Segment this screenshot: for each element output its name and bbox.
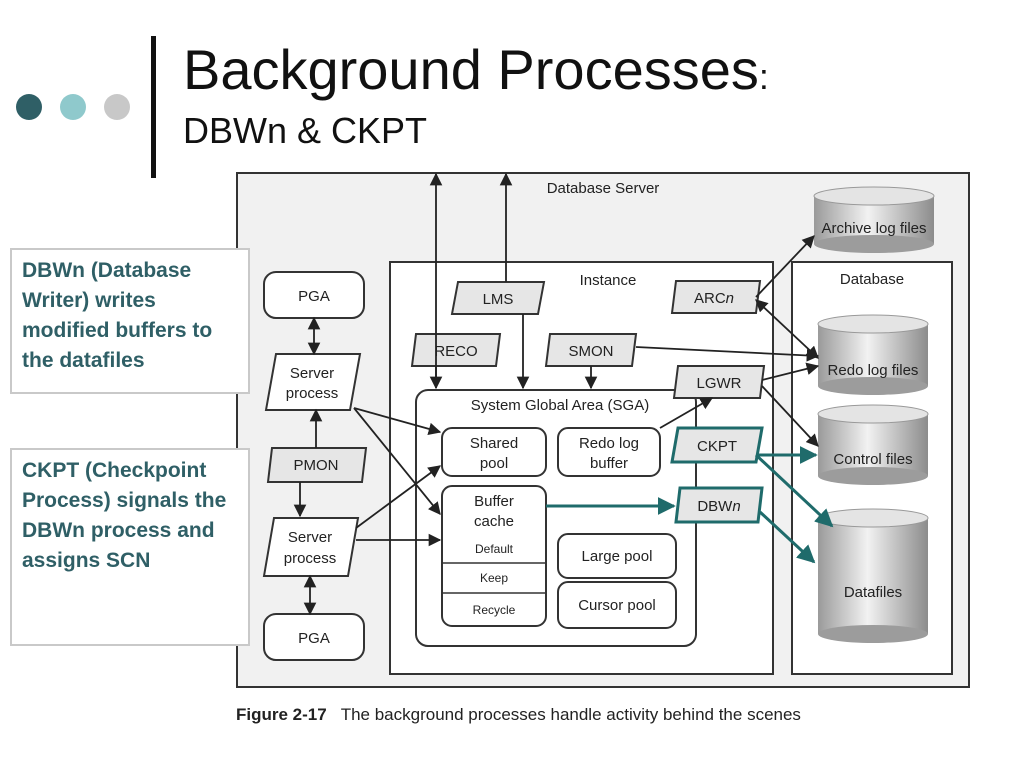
ckpt-label: CKPT — [697, 438, 737, 455]
redo-log-buffer-line2: buffer — [590, 455, 628, 472]
redo-log-buffer-line1: Redo log — [579, 435, 639, 452]
highlight-arrows — [546, 446, 834, 564]
database-server-label: Database Server — [547, 180, 660, 197]
shared-pool-line2: pool — [480, 455, 508, 472]
control-files-label: Control files — [833, 451, 912, 468]
background-processes-diagram: Database Server Instance Database System… — [236, 172, 970, 688]
instance-label: Instance — [580, 272, 637, 289]
redo-log-files-label: Redo log files — [828, 362, 919, 379]
datafiles-label: Datafiles — [844, 584, 902, 601]
ckpt-shape — [670, 426, 764, 464]
redo-log-buffer-box — [557, 427, 661, 477]
buffer-cache-line1: Buffer — [474, 493, 514, 510]
buffer-keep-label: Keep — [480, 571, 508, 585]
smon-shape — [544, 333, 638, 367]
figure-label: Figure 2-17 — [236, 705, 327, 724]
sga-label: System Global Area (SGA) — [471, 397, 649, 414]
pga-bottom-label: PGA — [298, 630, 330, 647]
reco-label: RECO — [434, 343, 477, 360]
pmon-label: PMON — [294, 457, 339, 474]
figure-text: The background processes handle activity… — [340, 705, 801, 724]
lms-shape — [450, 281, 546, 315]
server-process-1-line2: process — [286, 385, 339, 402]
redo-log-files-cylinder: Redo log files — [817, 314, 929, 395]
dbwn-shape — [674, 486, 764, 524]
database-label: Database — [840, 271, 904, 288]
pga-top-label: PGA — [298, 288, 330, 305]
slide-title: Background Processes: — [183, 38, 769, 101]
shared-pool-box — [441, 427, 547, 477]
control-files-cylinder: Control files — [817, 404, 929, 485]
dbwn-note: DBWn (Database Writer) writes modified b… — [10, 248, 250, 394]
dot-gray — [104, 94, 130, 120]
large-pool-box — [557, 533, 677, 579]
server-process-2-shape — [262, 517, 360, 577]
shared-pool-line1: Shared — [470, 435, 518, 452]
cursor-pool-label: Cursor pool — [578, 597, 656, 614]
buffer-recycle-label: Recycle — [473, 603, 516, 617]
diagram-arrows — [293, 172, 820, 616]
archive-log-files-cylinder: Archive log files — [813, 186, 935, 253]
pmon-shape — [266, 447, 368, 483]
reco-shape — [410, 333, 502, 367]
title-divider — [151, 36, 156, 178]
server-process-2-line1: Server — [288, 529, 332, 546]
server-process-2-line2: process — [284, 550, 337, 567]
cursor-pool-box — [557, 581, 677, 629]
server-process-1-shape — [264, 353, 362, 411]
arcn-label: ARCn — [694, 290, 734, 307]
datafiles-cylinder: Datafiles — [817, 508, 929, 643]
lms-label: LMS — [483, 291, 514, 308]
lgwr-label: LGWR — [697, 375, 742, 392]
figure-caption: Figure 2-17 The background processes hand… — [236, 705, 801, 725]
ckpt-note: CKPT (Checkpoint Process) signals the DB… — [10, 448, 250, 646]
buffer-cache-box — [441, 485, 547, 627]
slide-subtitle: DBWn & CKPT — [183, 110, 428, 151]
smon-label: SMON — [569, 343, 614, 360]
dot-teal — [60, 94, 86, 120]
buffer-default-label: Default — [475, 542, 514, 556]
dbwn-label: DBWn — [697, 498, 740, 515]
buffer-cache-line2: cache — [474, 513, 514, 530]
lgwr-shape — [672, 365, 766, 399]
dot-dark — [16, 94, 42, 120]
large-pool-label: Large pool — [582, 548, 653, 565]
server-process-1-line1: Server — [290, 365, 334, 382]
archive-log-files-label: Archive log files — [821, 220, 926, 237]
